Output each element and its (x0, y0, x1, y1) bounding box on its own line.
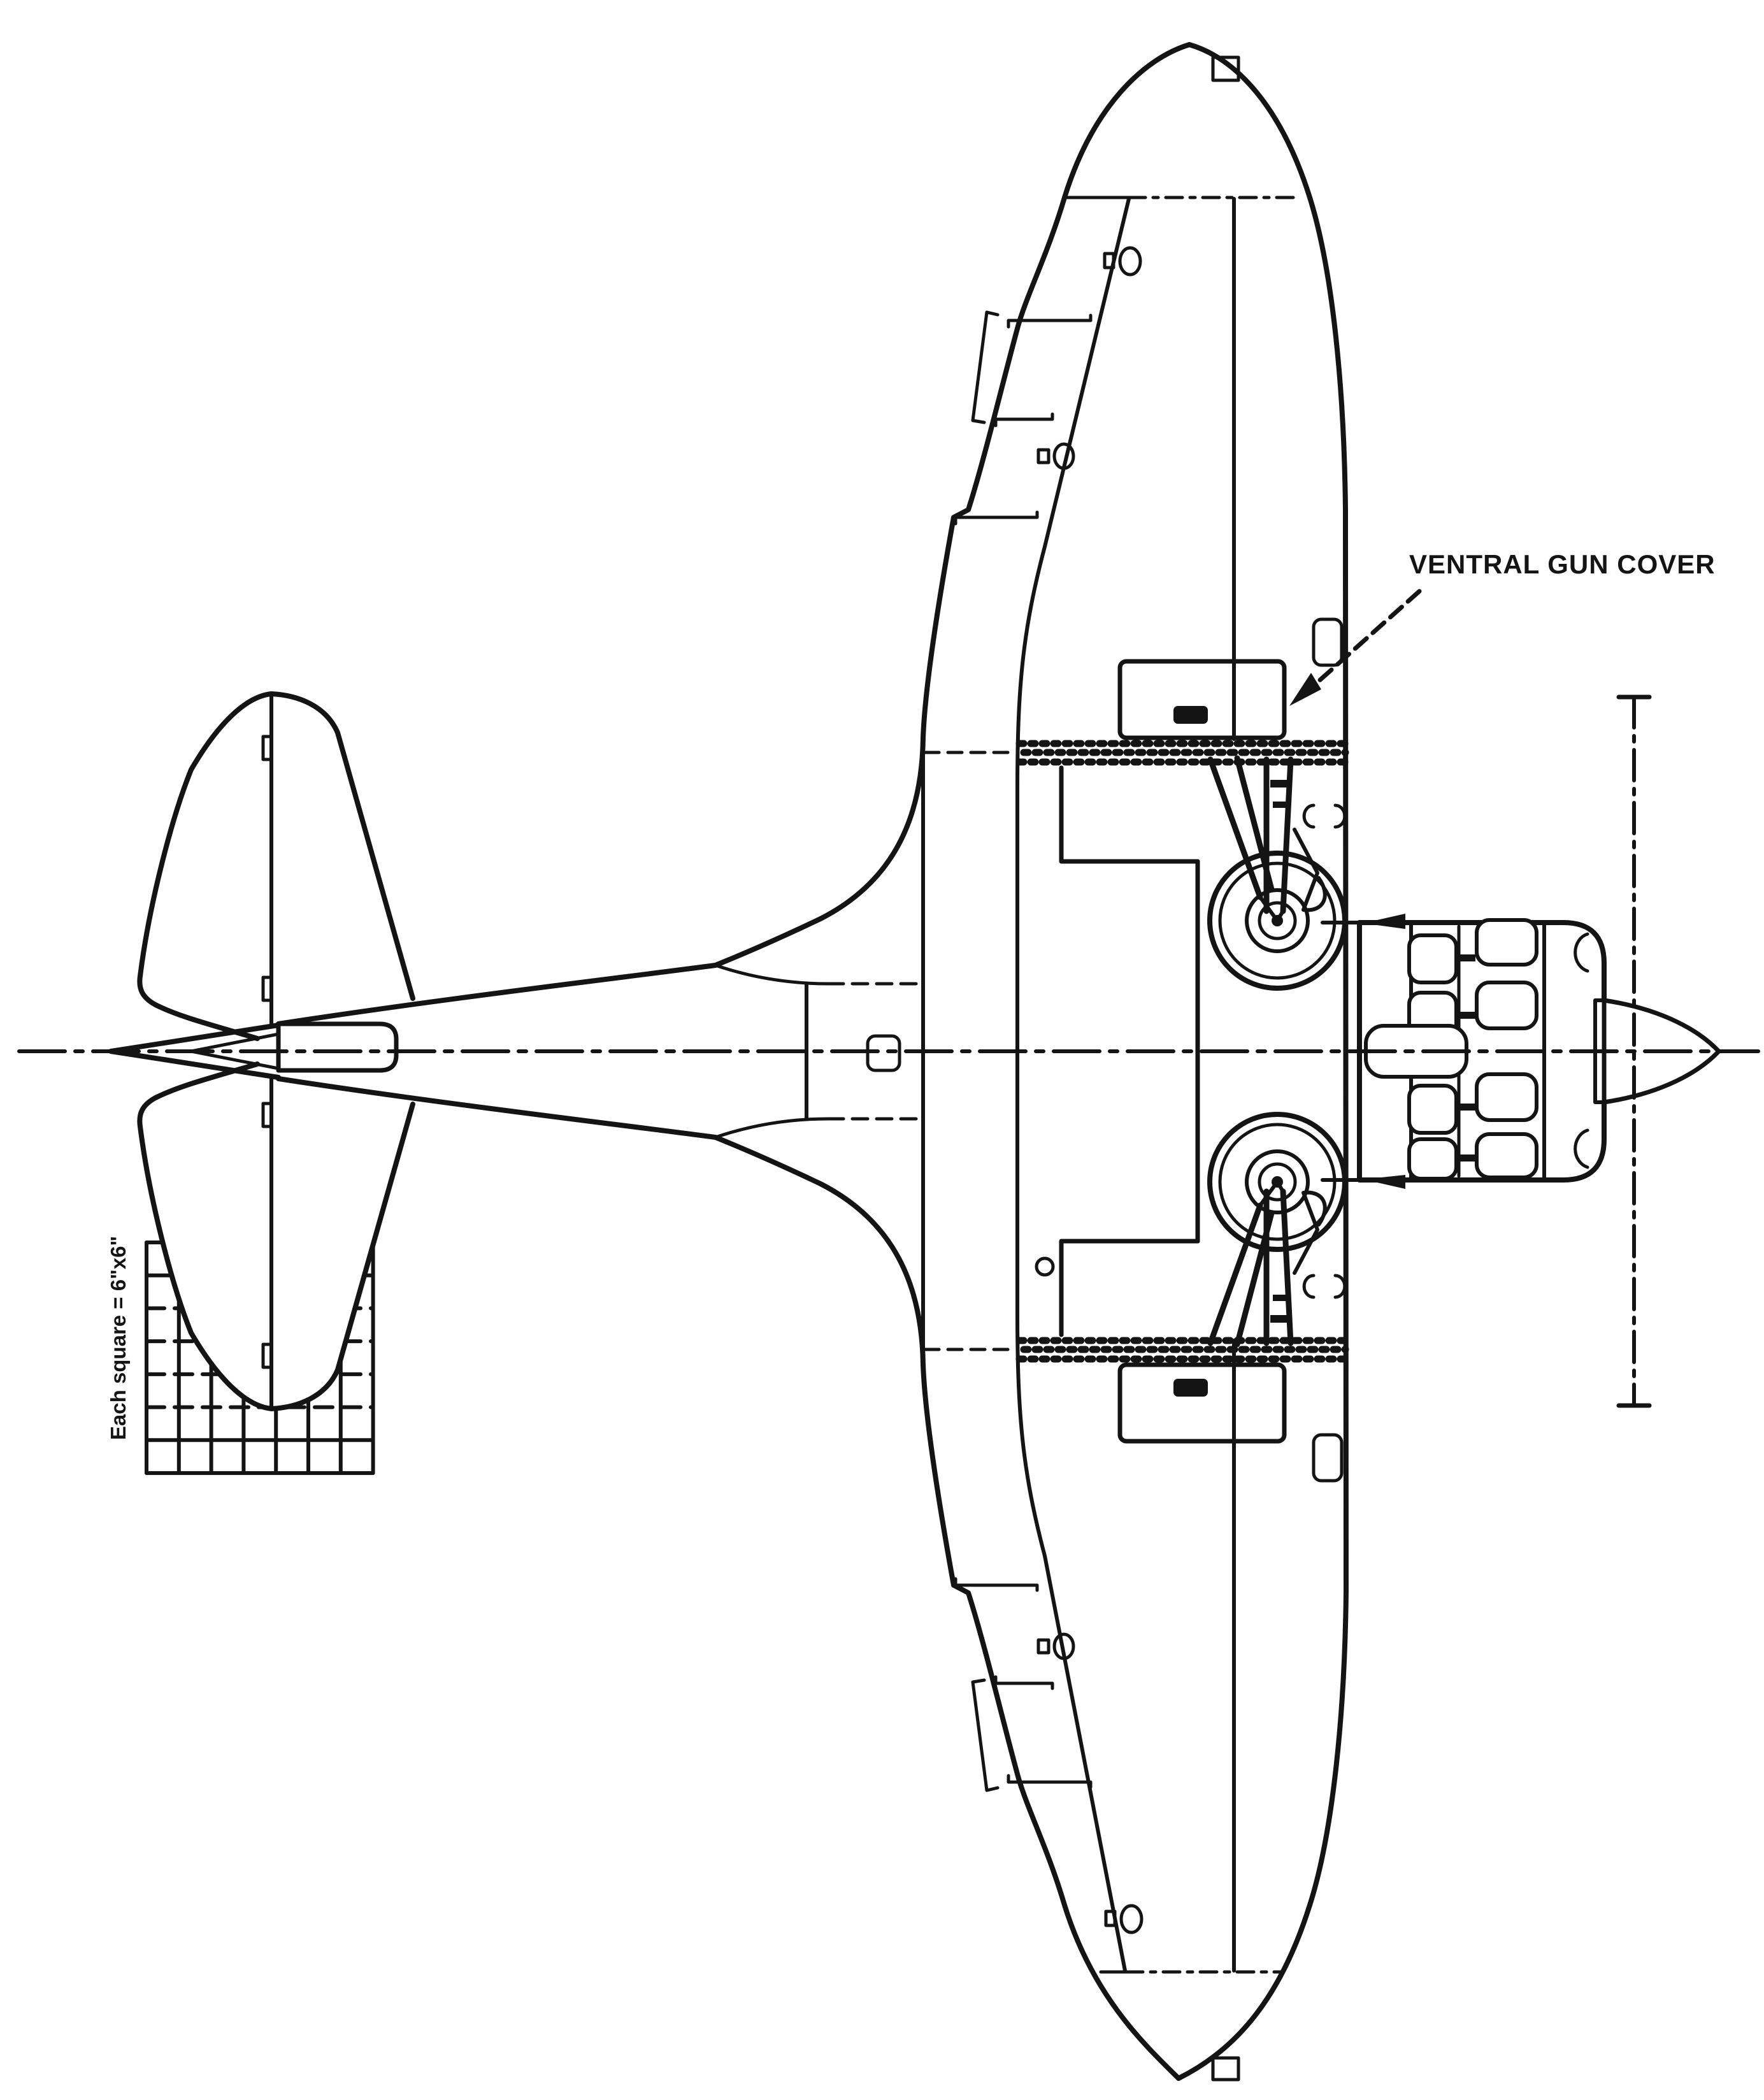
drain-hole (1035, 1256, 1055, 1277)
aileron-flap-hinge-line (1015, 197, 1131, 1973)
gear-strut-lower (1207, 1180, 1347, 1348)
gear-strut-upper (1207, 755, 1347, 923)
ventral-gun-cover-label: VENTRAL GUN COVER (1409, 549, 1716, 579)
cover-latch (1173, 706, 1208, 724)
main-gear-lower (1207, 1112, 1347, 1348)
aileron-trim-tab-upper (971, 310, 1000, 424)
landing-gear-bays (1035, 765, 1200, 1337)
wing-plan (713, 42, 1349, 2082)
elevator-hinge-bracket (261, 1102, 273, 1369)
pushrod-marks (1458, 954, 1475, 1161)
fuselage-side-lower (276, 1076, 718, 1140)
brake-line-clamp (1302, 803, 1347, 829)
aileron-trim-tab-lower (971, 1678, 1000, 1792)
ventral-gun-cover-upper (1117, 659, 1287, 740)
tail-point-wedge (108, 1023, 281, 1080)
wing-root-chord-lower (713, 1117, 830, 1139)
tail-cone-panel (276, 1021, 399, 1073)
horizontal-stabilizer-lower (137, 1061, 415, 1411)
ventral-gun-cover-lower (1117, 1362, 1287, 1444)
leading-edge-panel-upper (1312, 617, 1344, 667)
aileron-brackets-upper (954, 313, 1093, 526)
wingtip-light-notch-upper (1211, 55, 1240, 82)
horizontal-stabilizer-upper (137, 691, 415, 1041)
elevator-hinge-bracket (261, 735, 273, 1002)
wing-root-chord-upper (713, 963, 830, 986)
grid-scale-label: Each square = 6"x6" (106, 1235, 130, 1441)
aileron-brackets-lower (954, 1577, 1093, 1789)
wing-leading-edge (1176, 42, 1349, 2081)
wing-trailing-edge-upper (713, 42, 1192, 968)
gun-cover-leader-arrow (1289, 589, 1422, 706)
wing-trailing-edge-lower (713, 1135, 1181, 2081)
main-gear-upper (1207, 755, 1347, 991)
rear-fuselage (108, 963, 924, 1140)
wing-root-walkway-upper (1015, 740, 1349, 766)
cover-latch (1173, 1379, 1208, 1397)
leading-edge-panel-lower (1312, 1433, 1344, 1483)
aileron-hinge-fittings (1036, 246, 1144, 1934)
fuselage-side-upper (276, 963, 718, 1026)
wingtip-light-notch-lower (1211, 2056, 1240, 2082)
wing-root-walkway-lower (1015, 1337, 1349, 1363)
